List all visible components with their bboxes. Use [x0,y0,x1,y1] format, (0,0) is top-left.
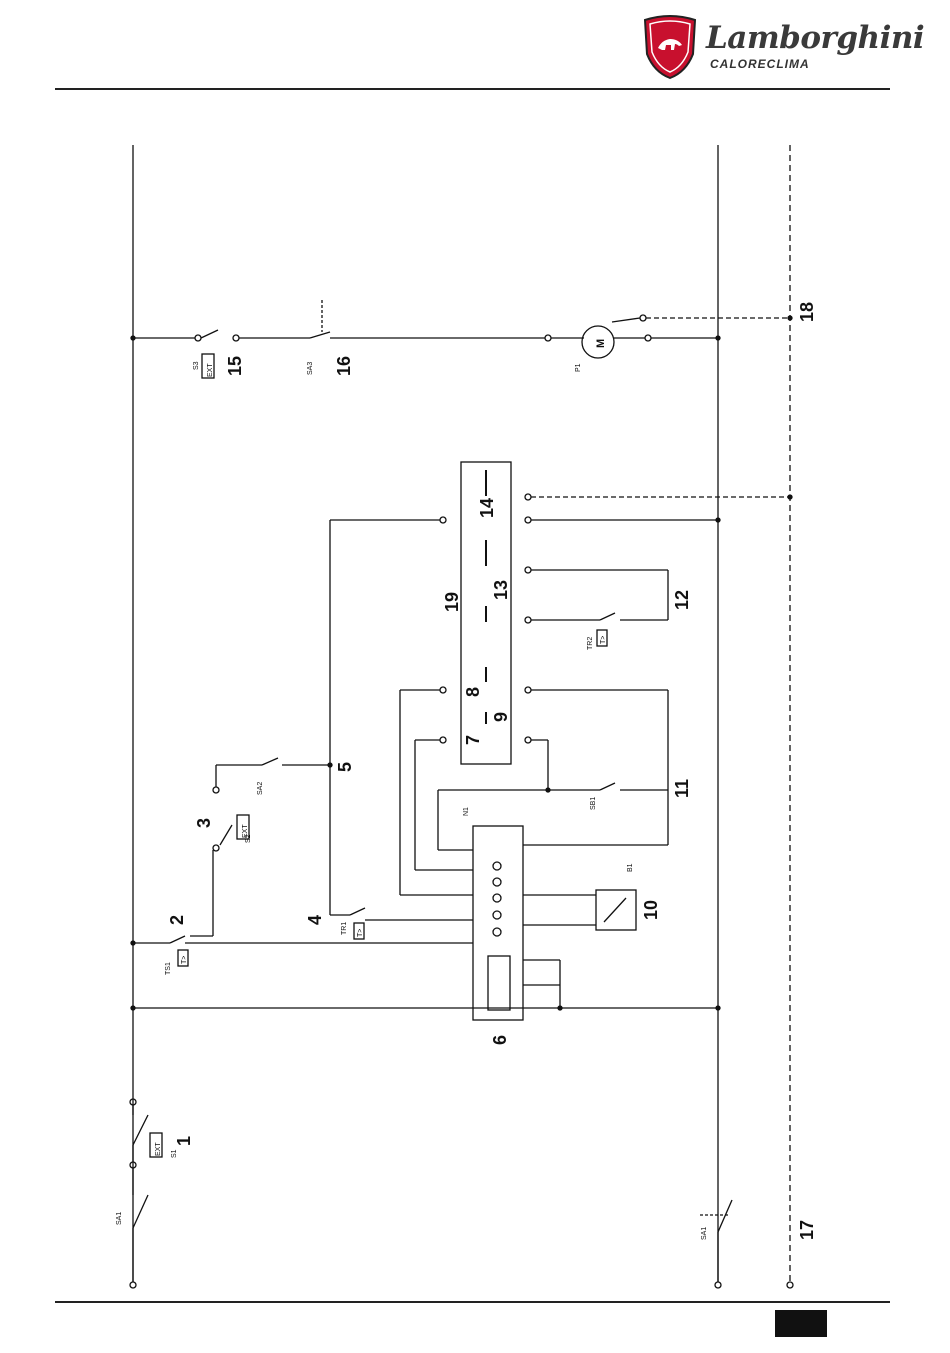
label-sa2: SA2 [257,782,264,795]
label-sa1: SA1 [116,1212,123,1225]
label-s2: S2 [245,834,252,843]
callout-11: 11 [672,779,692,798]
label-s3: S3 [193,361,200,370]
callout-12: 12 [672,590,692,610]
label-tr2: TR2 [587,637,594,650]
callout-19: 19 [442,592,462,612]
callout-7: 7 [463,735,483,745]
callout-8: 8 [463,687,483,697]
label-s1: S1 [171,1149,178,1158]
callout-4: 4 [305,915,325,925]
motor-icon: M [595,339,607,348]
label-tr1: TR1 [341,922,348,935]
footer-rule [55,1301,890,1303]
callout-9: 9 [491,712,511,722]
callout-17: 17 [797,1220,817,1240]
callout-6: 6 [490,1035,510,1045]
label-p1: P1 [575,363,582,372]
callout-15: 15 [225,356,245,376]
label-ts1-t: T> [181,956,188,964]
callout-2: 2 [167,915,187,925]
label-sa1-b: SA1 [701,1227,708,1240]
callout-10: 10 [641,900,661,920]
callout-5: 5 [335,762,355,772]
page-number-box [775,1310,827,1337]
label-s1-ext: EXT [155,1142,162,1156]
callout-14: 14 [477,498,497,518]
label-b1: B1 [627,863,634,872]
label-sb1: SB1 [590,797,597,810]
callout-3: 3 [194,818,214,828]
label-s3-ext: EXT [207,363,214,377]
label-sa3: SA3 [307,362,314,375]
callout-1: 1 [174,1136,194,1146]
callout-16: 16 [334,356,354,376]
label-tr2-t: T> [600,636,607,644]
callout-18: 18 [797,302,817,322]
label-tr1-t: T> [357,929,364,937]
label-n1: N1 [463,807,470,816]
callout-13: 13 [491,580,511,600]
label-ts1: TS1 [165,962,172,975]
